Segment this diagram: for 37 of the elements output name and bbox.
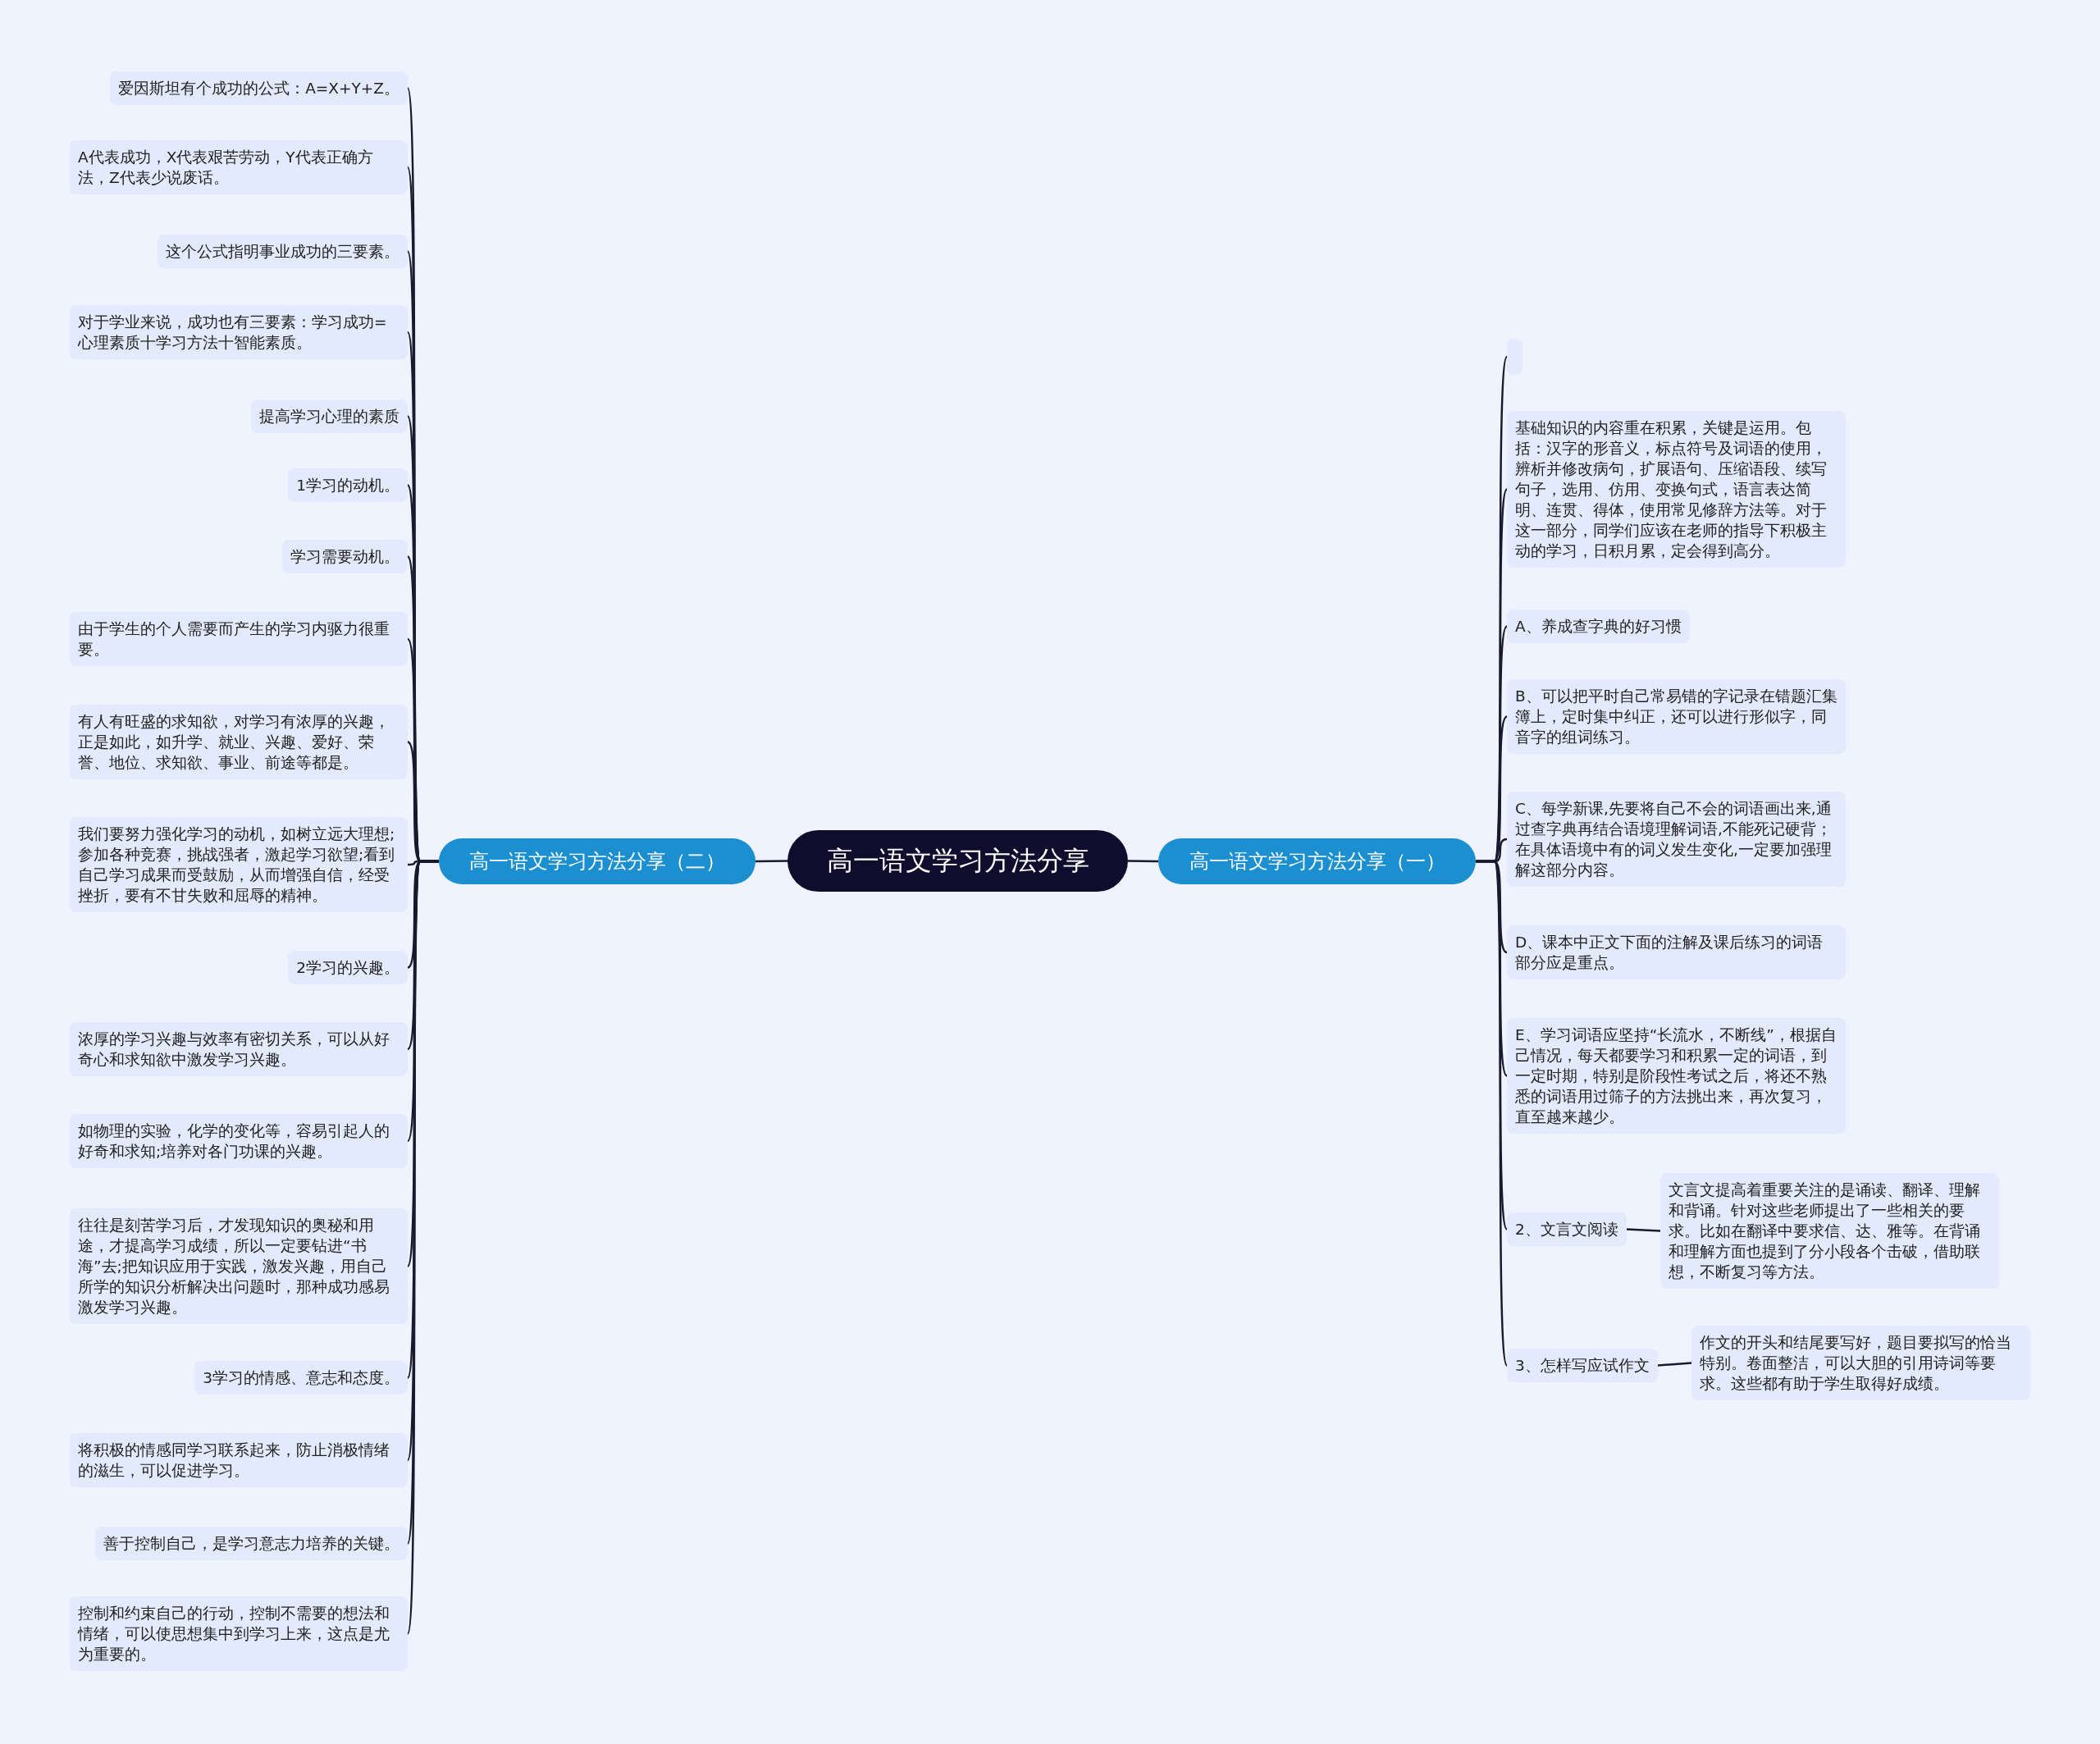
topic-box: 由于学生的个人需要而产生的学习内驱力很重要。: [70, 612, 408, 666]
connector-line: [1626, 1228, 1661, 1232]
topic-box: A代表成功，X代表艰苦劳动，Y代表正确方法，Z代表少说废话。: [70, 140, 408, 194]
topic-box: 如物理的实验，化学的变化等，容易引起人的好奇和求知;培养对各门功课的兴趣。: [70, 1114, 408, 1168]
topic-box: 这个公式指明事业成功的三要素。: [158, 235, 408, 268]
topic-box: 浓厚的学习兴趣与效率有密切关系，可以从好奇心和求知欲中激发学习兴趣。: [70, 1022, 408, 1076]
topic-box: 2、文言文阅读: [1507, 1212, 1627, 1246]
topic-box: 基础知识的内容重在积累，关键是运用。包括：汉字的形音义，标点符号及词语的使用，辨析并修改病句，扩展语句、压缩语段、续写句子，选用、仿用、变换句式，语言表达简明、连贯、得体，使用常见修辞方法等。对于这一部分，同学们应该在老师的指导下积极主动的学习，日积月累，定会得到高分。: [1507, 411, 1846, 568]
branch-topic: 高一语文学习方法分享（一）: [1158, 838, 1476, 884]
topic-box: E、学习词语应坚持“长流水，不断线”，根据自己情况，每天都要学习和积累一定的词语，到一定时期，特别是阶段性考试之后，将还不熟悉的词语用过筛子的方法挑出来，再次复习，直至越来越少。: [1507, 1018, 1846, 1134]
topic-box: B、可以把平时自己常易错的字记录在错题汇集簿上，定时集中纠正，还可以进行形似字，同音字的组词练习。: [1507, 679, 1846, 754]
topic-box: 对于学业来说，成功也有三要素：学习成功=心理素质十学习方法十智能素质。: [70, 305, 408, 359]
central-topic: 高一语文学习方法分享: [788, 830, 1128, 892]
topic-box: 3学习的情感、意志和态度。: [194, 1361, 408, 1395]
topic-box: 控制和约束自己的行动，控制不需要的想法和情绪，可以使思想集中到学习上来，这点是尤为重要的。: [70, 1596, 408, 1671]
topic-box: 文言文提高着重要关注的是诵读、翻译、理解和背诵。针对这些老师提出了一些相关的要求。比如在翻译中要求信、达、雅等。在背诵和理解方面也提到了分小段各个击破，借助联想，不断复习等方法。: [1660, 1173, 1999, 1289]
topic-box: 往往是刻苦学习后，才发现知识的奥秘和用途，才提高学习成绩，所以一定要钻进“书海”去;把知识应用于实践，激发兴趣，用自己所学的知识分析解决出问题时，那种成功感易激发学习兴趣。: [70, 1208, 408, 1324]
topic-box: 2学习的兴趣。: [288, 951, 408, 984]
topic-box: 将积极的情感同学习联系起来，防止消极情绪的滋生，可以促进学习。: [70, 1433, 408, 1487]
topic-box: 提高学习心理的素质: [251, 399, 408, 433]
topic-box: 爱因斯坦有个成功的公式：A=X+Y+Z。: [110, 71, 408, 105]
topic-box: A、养成查字典的好习惯: [1507, 609, 1690, 643]
topic-box: 善于控制自己，是学习意志力培养的关键。: [95, 1527, 408, 1560]
topic-box: 学习需要动机。: [282, 540, 408, 573]
connector-line: [1476, 860, 1509, 1366]
connector-line: [1128, 860, 1158, 863]
topic-box: 3、怎样写应试作文: [1507, 1349, 1658, 1382]
topic-box: D、课本中正文下面的注解及课后练习的词语部分应是重点。: [1507, 925, 1846, 979]
topic-box: 有人有旺盛的求知欲，对学习有浓厚的兴趣，正是如此，如升学、就业、兴趣、爱好、荣誉、地位、求知欲、事业、前途等都是。: [70, 705, 408, 779]
connector-line: [1657, 1362, 1692, 1367]
topic-box: 我们要努力强化学习的动机，如树立远大理想;参加各种竞赛，挑战强者，激起学习欲望;看到自己学习成果而受鼓励，从而增强自信，经受挫折，要有不甘失败和屈辱的精神。: [70, 817, 408, 912]
empty-box: [1507, 339, 1522, 375]
topic-box: 作文的开头和结尾要写好，题目要拟写的恰当特别。卷面整洁，可以大胆的引用诗词等要求。这些都有助于学生取得好成绩。: [1691, 1326, 2030, 1400]
topic-box: C、每学新课,先要将自己不会的词语画出来,通过查字典再结合语境理解词语,不能死记硬背；在具体语境中有的词义发生变化,一定要加强理解这部分内容。: [1507, 792, 1846, 887]
branch-topic: 高一语文学习方法分享（二）: [439, 838, 756, 884]
connector-line: [756, 860, 788, 863]
topic-box: 1学习的动机。: [288, 468, 408, 502]
